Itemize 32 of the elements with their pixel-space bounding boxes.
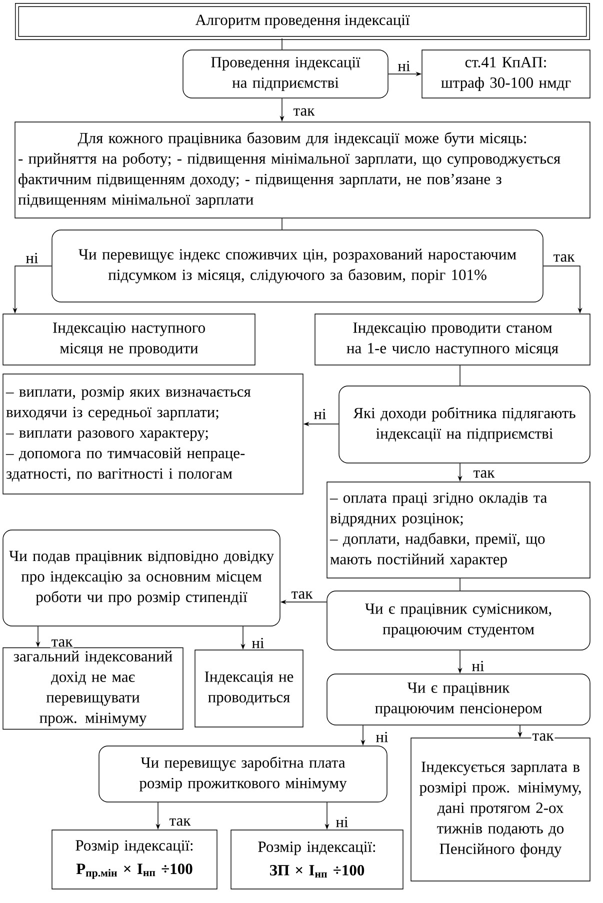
process-box: Індексація не проводиться	[194, 650, 304, 728]
edge-label: так	[50, 638, 74, 648]
edge-label: так	[531, 732, 555, 742]
process-box: Розмір індексації: Р$_{пр.мін}$ × І$_{нп}$ ÷100	[52, 830, 218, 890]
process-box: – виплати, розмір яких визначається виходячи із середньої зарплати; – виплати разового характеру; – допомога по тимчасовій непраце-здатності, по вагітності і пологам	[2, 374, 304, 494]
edge-label: ні	[250, 636, 266, 650]
process-box: Індексацію наступного місяця не проводити	[2, 314, 256, 366]
process-box: – оплата праці згідно окладів та відрядних розцінок; – доплати, надбавки, премії, що мають постійний характер	[326, 482, 590, 578]
edge-label: ні	[312, 408, 328, 420]
process-box: Розмір індексації: ЗП × І$_{нп}$ ÷100	[230, 830, 404, 890]
decision-box: Які доходи робітника підлягають індексації на підприємстві	[338, 386, 590, 464]
edge-label: ні	[374, 730, 390, 744]
decision-box: Чи подав працівник відповідно довідку про індексацію за основним місцем роботи чи про розмір стипендії	[2, 530, 280, 626]
process-box: Для кожного працівника базовим для індексації може бути місяць: - прийняття на роботу; - підвищення мінімальної зарплати, що супроводжується фактичним підвищенням доходу; - підвищення зарплати, не пов’язане з підвищенням мінімальної зарплати	[14, 122, 590, 218]
process-box: Індексацію проводити станом на 1-е число наступного місяця	[314, 314, 590, 366]
decision-box: Чи перевищує індекс споживчих цін, розрахований наростаючим підсумком із місяця, слідуючого за базовим, поріг 101%	[52, 230, 544, 302]
edge-label: ні	[334, 816, 350, 828]
decision-box: Проведення індексації на підприємстві	[182, 50, 388, 98]
edge-label: так	[552, 253, 576, 263]
edge-label: ні	[396, 60, 412, 72]
process-box: загальний індексований дохід не має перевищувати прож. мінімуму	[2, 647, 184, 730]
decision-box: Чи перевищує заробітна плата розмір прожиткового мінімуму	[98, 746, 388, 802]
edge-label: так	[168, 817, 192, 827]
edge-label: так	[292, 107, 316, 117]
process-box: ст.41 КпАП: штраф 30-100 нмдг	[422, 50, 590, 98]
decision-box: Чи є працівник сумісником, працюючим студентом	[326, 590, 590, 650]
edge-label: ні	[470, 660, 486, 672]
edge-label: так	[290, 590, 314, 600]
edge-label: так	[472, 469, 496, 479]
edge-label: ні	[24, 252, 40, 264]
decision-box: Чи є працівник працюючим пенсіонером	[326, 674, 590, 726]
title-box: Алгоритм проведення індексації	[15, 3, 590, 40]
